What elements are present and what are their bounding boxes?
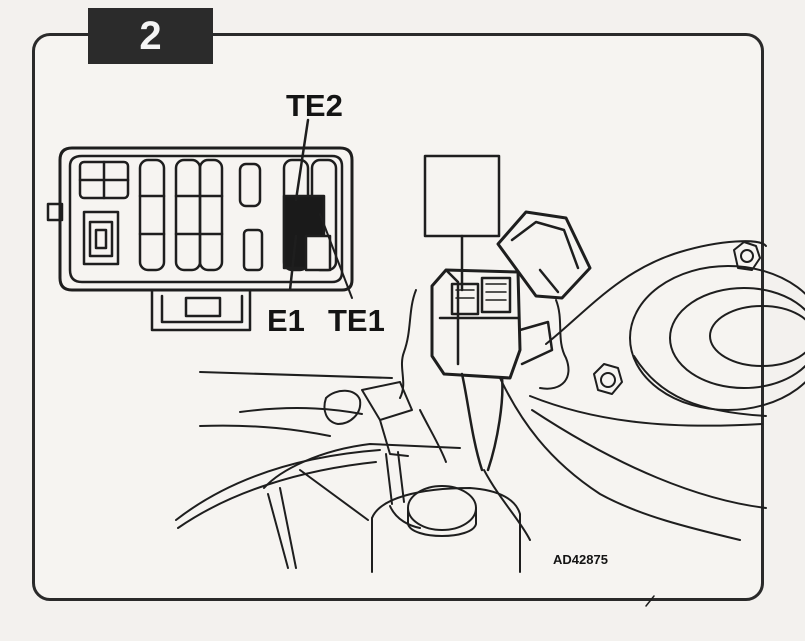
illustration-frame (32, 33, 764, 601)
in-vehicle-connector (430, 210, 592, 472)
label-te1: TE1 (328, 303, 385, 338)
engine-bay-lines (175, 240, 805, 607)
label-e1: E1 (267, 303, 305, 338)
step-badge: 2 (88, 8, 213, 64)
label-te2: TE2 (286, 88, 343, 123)
reference-code: AD42875 (553, 552, 608, 567)
callout-box (423, 154, 501, 292)
diagnostic-connector-detail (46, 118, 354, 332)
